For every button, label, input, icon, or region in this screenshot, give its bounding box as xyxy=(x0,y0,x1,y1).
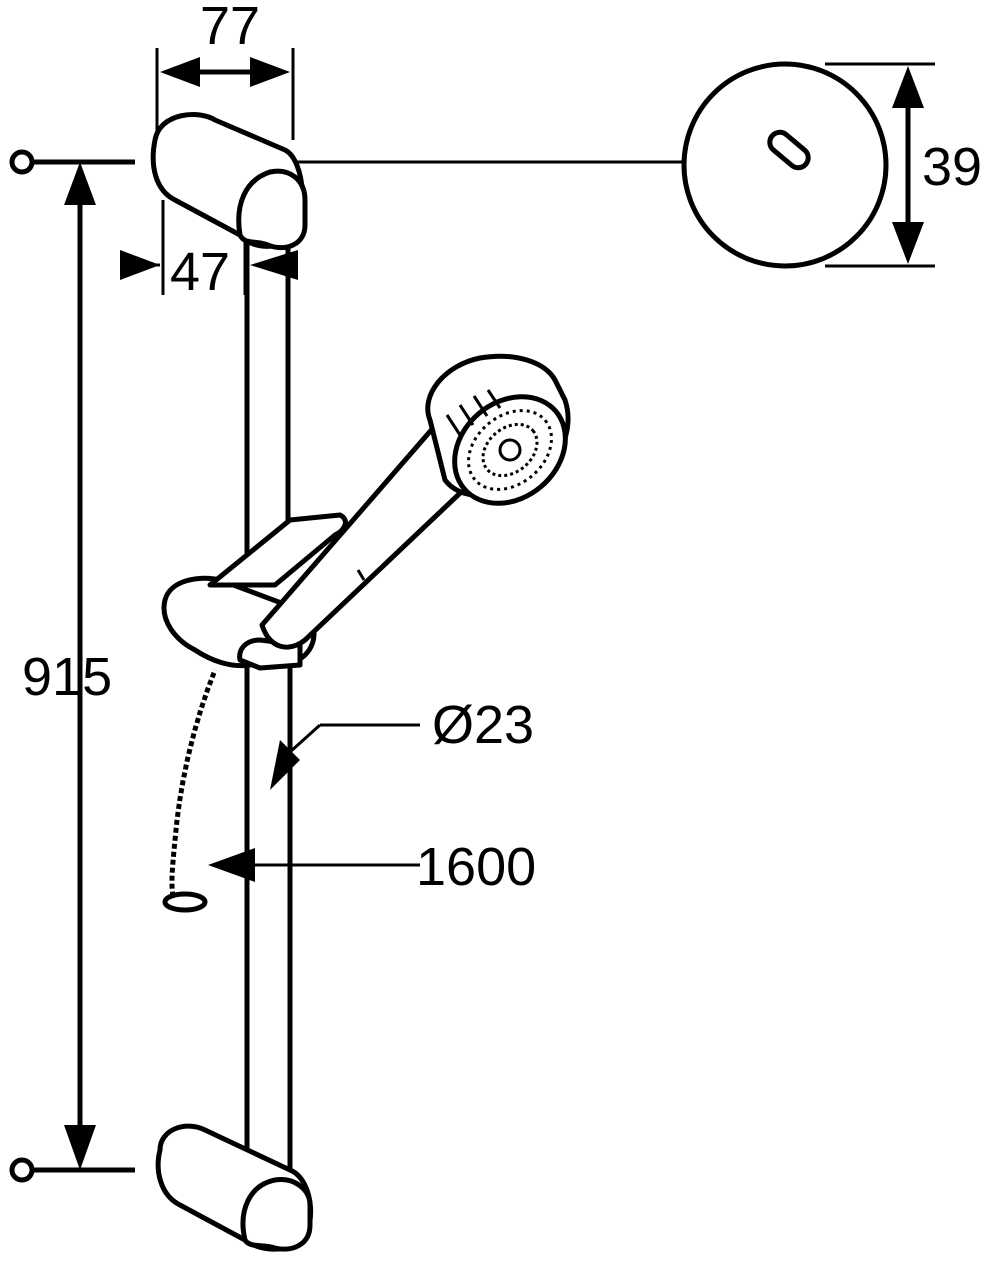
rail-length-dimension-line xyxy=(64,162,96,1170)
rail-length-label: 915 xyxy=(22,647,112,707)
shower-head xyxy=(425,353,571,506)
rail-diameter-leader xyxy=(270,723,420,790)
hose-length-leader xyxy=(208,848,420,882)
top-wall-bracket xyxy=(150,112,308,251)
bracket-width-label: 47 xyxy=(170,242,230,302)
bottom-wall-bracket xyxy=(155,1123,314,1252)
bracket-depth-dimension-line xyxy=(155,48,295,140)
wall-disc xyxy=(681,61,889,269)
top-wall-fixing-point xyxy=(9,149,135,175)
wall-disc-dimension-line xyxy=(825,62,935,268)
hose-length-label: 1600 xyxy=(416,837,536,897)
bottom-wall-fixing-point xyxy=(9,1157,135,1183)
wall-disc-diameter-label: 39 xyxy=(922,137,982,197)
bracket-depth-label: 77 xyxy=(200,0,260,56)
shower-rail xyxy=(244,225,293,1175)
shower-hose xyxy=(162,667,223,913)
rail-diameter-label: Ø23 xyxy=(432,695,534,755)
